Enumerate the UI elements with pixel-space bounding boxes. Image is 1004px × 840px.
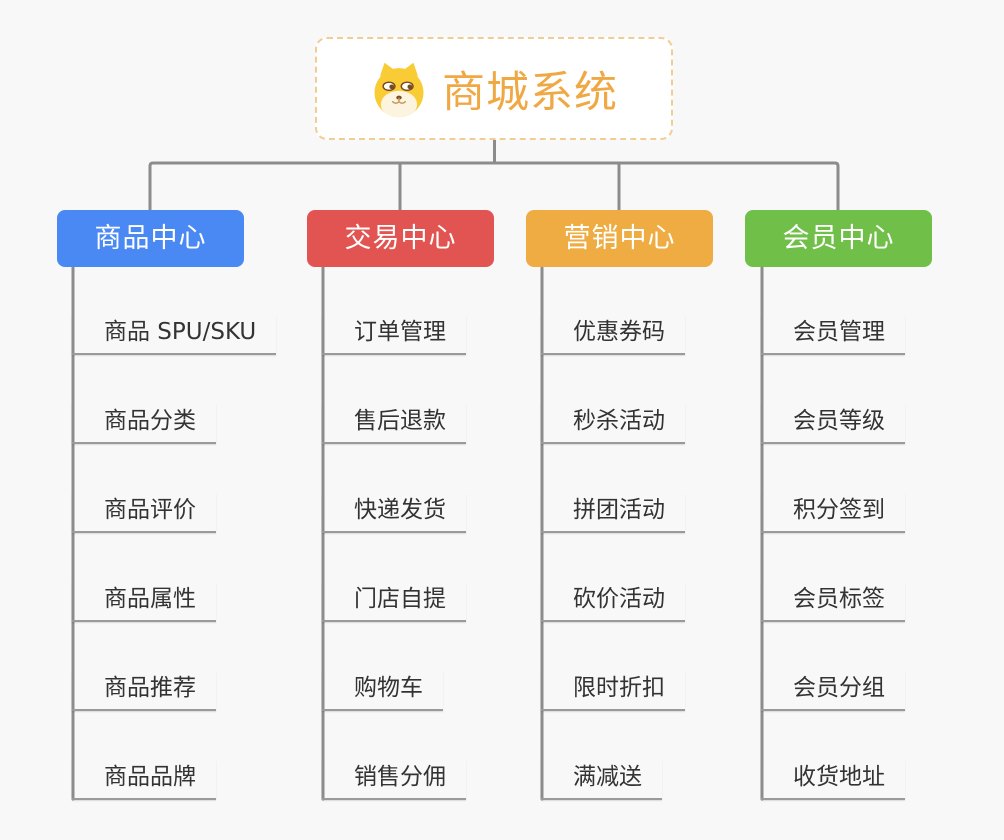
leaf-node[interactable]: 商品 SPU/SKU: [72, 315, 277, 355]
leaf-node[interactable]: 门店自提: [322, 582, 466, 622]
leaf-node[interactable]: 商品属性: [72, 582, 216, 622]
leaf-node[interactable]: 快递发货: [322, 493, 466, 533]
leaf-node[interactable]: 拼团活动: [541, 493, 685, 533]
leaf-node[interactable]: 秒杀活动: [541, 404, 685, 444]
branch-node-marketing[interactable]: 营销中心: [526, 210, 713, 267]
leaf-node[interactable]: 限时折扣: [541, 671, 685, 711]
branch-node-members[interactable]: 会员中心: [745, 210, 932, 267]
leaf-node[interactable]: 满减送: [541, 760, 662, 800]
leaf-node[interactable]: 积分签到: [761, 493, 905, 533]
root-title: 商城系统: [442, 67, 618, 118]
leaf-node[interactable]: 购物车: [322, 671, 443, 711]
branch-node-products[interactable]: 商品中心: [57, 210, 244, 267]
leaf-node[interactable]: 销售分佣: [322, 760, 466, 800]
leaf-node[interactable]: 商品推荐: [72, 671, 216, 711]
leaf-node[interactable]: 砍价活动: [541, 582, 685, 622]
leaf-node[interactable]: 订单管理: [322, 315, 466, 355]
leaf-node[interactable]: 商品品牌: [72, 760, 216, 800]
leaf-node[interactable]: 商品分类: [72, 404, 216, 444]
root-topic[interactable]: 商城系统: [315, 37, 673, 140]
leaf-node[interactable]: 会员管理: [761, 315, 905, 355]
leaf-node[interactable]: 售后退款: [322, 404, 466, 444]
leaf-node[interactable]: 优惠券码: [541, 315, 685, 355]
leaf-node[interactable]: 会员等级: [761, 404, 905, 444]
branch-bracket-line: [148, 161, 840, 212]
leaf-node[interactable]: 收货地址: [761, 760, 905, 800]
leaf-node[interactable]: 会员分组: [761, 671, 905, 711]
dog-face-icon: [370, 60, 428, 118]
leaf-node[interactable]: 会员标签: [761, 582, 905, 622]
leaf-node[interactable]: 商品评价: [72, 493, 216, 533]
branch-node-trade[interactable]: 交易中心: [307, 210, 494, 267]
